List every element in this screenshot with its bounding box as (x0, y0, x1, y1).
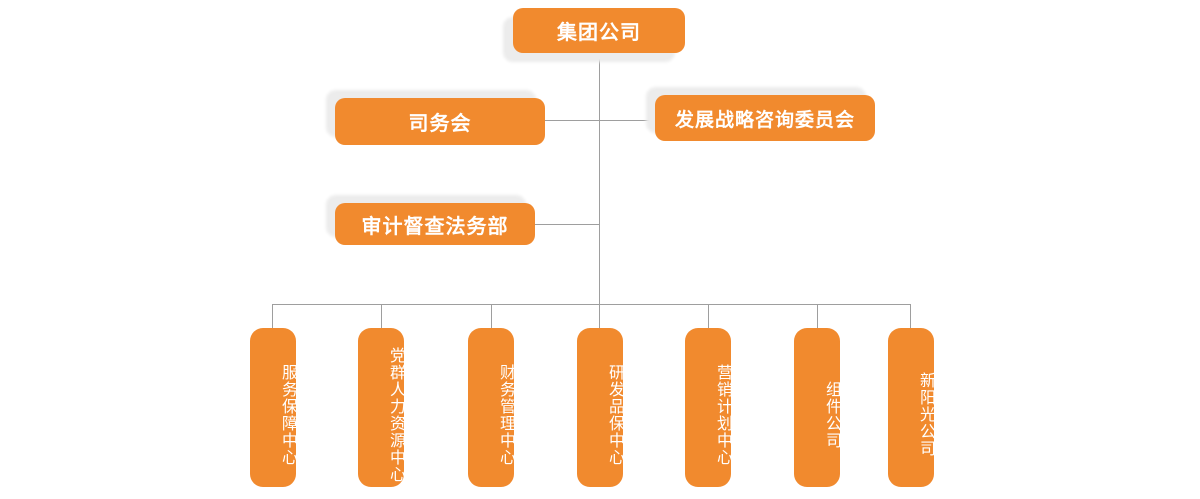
org-node-committee-right-label: 发展战略咨询委员会 (674, 108, 855, 131)
connector-trunk (599, 53, 600, 328)
org-node-unit-label: 新阳光公司 (917, 372, 936, 457)
org-node-unit-label: 组件公司 (823, 380, 842, 449)
org-node-unit-label: 服务保障中心 (279, 363, 298, 466)
connector-drop-2 (381, 304, 382, 328)
org-node-unit-service-support: 服务保障中心 (250, 328, 298, 487)
org-node-unit-component-company: 组件公司 (794, 328, 842, 487)
org-node-unit-label: 营销计划中心 (714, 363, 733, 466)
org-node-unit-rd-qa: 研发品保中心 (577, 328, 625, 487)
connector-drop-7 (910, 304, 911, 328)
org-node-unit-finance: 财务管理中心 (468, 328, 516, 487)
org-node-audit-dept-label: 审计督查法务部 (361, 213, 509, 238)
org-node-audit-dept: 审计督查法务部 (335, 203, 535, 245)
org-node-root-label: 集团公司 (557, 20, 641, 44)
org-node-unit-new-sunshine-company: 新阳光公司 (888, 328, 936, 487)
org-node-unit-marketing-planning: 营销计划中心 (685, 328, 733, 487)
org-node-unit-label: 党群人力资源中心 (387, 346, 406, 483)
connector-drop-6 (817, 304, 818, 328)
org-node-committee-right: 发展战略咨询委员会 (655, 95, 875, 141)
org-node-committee-left: 司务会 (335, 98, 545, 145)
org-node-root: 集团公司 (513, 8, 685, 53)
connector-committees (545, 120, 655, 121)
org-node-committee-left-label: 司务会 (408, 111, 472, 135)
org-node-unit-party-hr: 党群人力资源中心 (358, 328, 406, 487)
connector-drop-3 (491, 304, 492, 328)
connector-units-bus (272, 304, 911, 305)
connector-staff-dept (535, 224, 599, 225)
connector-drop-5 (708, 304, 709, 328)
connector-drop-1 (272, 304, 273, 328)
org-node-unit-label: 研发品保中心 (606, 363, 625, 466)
org-node-unit-label: 财务管理中心 (497, 363, 516, 466)
